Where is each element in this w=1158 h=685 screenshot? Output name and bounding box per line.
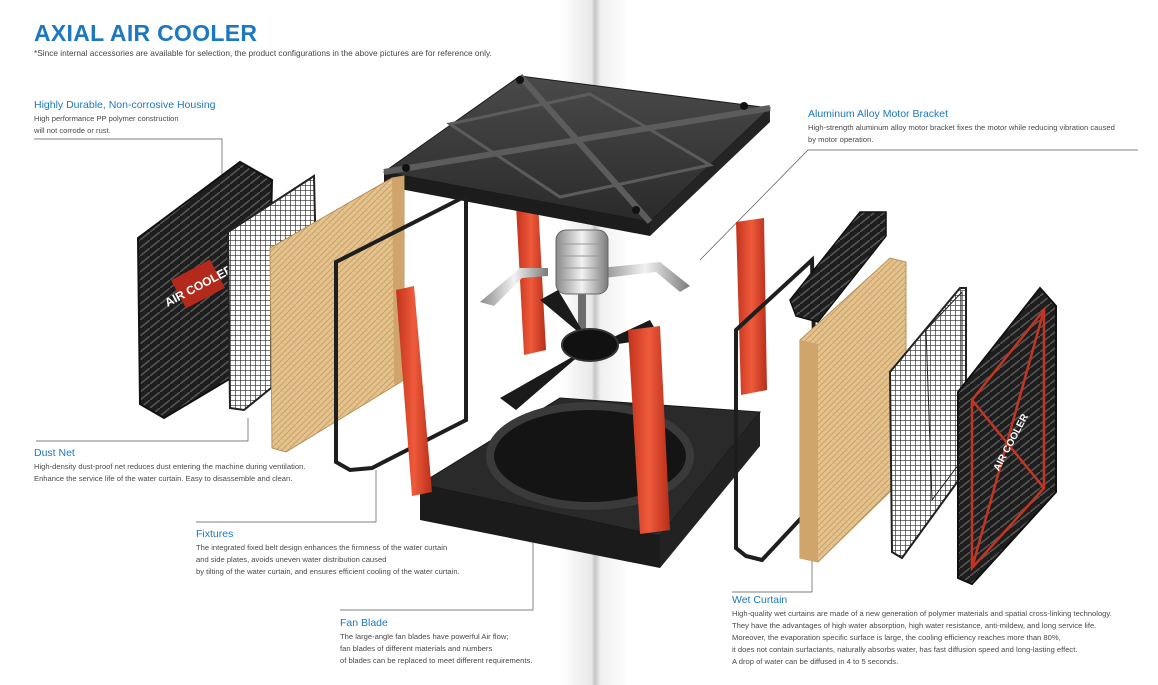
callout-title: Highly Durable, Non-corrosive Housing	[34, 99, 216, 111]
fan-blade-part	[500, 290, 660, 410]
callout-line: A drop of water can be diffused in 4 to …	[732, 657, 899, 666]
callout-motor-bracket: Aluminum Alloy Motor Bracket High-streng…	[808, 108, 1115, 146]
callout-housing: Highly Durable, Non-corrosive Housing Hi…	[34, 99, 216, 137]
disclaimer-text: *Since internal accessories are availabl…	[34, 48, 492, 58]
callout-line: will not corrode or rust.	[34, 126, 111, 135]
callout-line: and side plates, avoids uneven water dis…	[196, 555, 387, 564]
callout-line: The integrated fixed belt design enhance…	[196, 543, 448, 552]
callout-line: by motor operation.	[808, 135, 874, 144]
callout-line: High performance PP polymer construction	[34, 114, 179, 123]
callout-title: Fixtures	[196, 528, 234, 540]
leader-fixtures	[196, 470, 377, 523]
callout-title: Aluminum Alloy Motor Bracket	[808, 108, 949, 120]
callout-dust-net: Dust Net High-density dust-proof net red…	[34, 447, 305, 485]
callout-title: Dust Net	[34, 447, 75, 459]
callout-line: High-density dust-proof net reduces dust…	[34, 462, 306, 471]
leader-bracket	[699, 149, 1138, 261]
callout-wet-curtain: Wet Curtain High-quality wet curtains ar…	[732, 594, 1112, 668]
callout-title: Fan Blade	[340, 617, 388, 629]
right-side-frame-part	[734, 255, 821, 563]
callout-fan-blade: Fan Blade The large-angle fan blades hav…	[340, 617, 532, 667]
right-top-louver-part	[789, 211, 887, 323]
right-wet-curtain-part	[799, 257, 907, 563]
callout-line: They have the advantages of high water a…	[732, 621, 1097, 630]
callout-line: fan blades of different materials and nu…	[340, 644, 493, 653]
right-grille-panel: AIR COOLER	[957, 286, 1057, 586]
callout-line: Enhance the service life of the water cu…	[34, 474, 293, 483]
leader-fanblade	[340, 520, 534, 611]
callout-line: of blades can be replaced to meet differ…	[340, 656, 533, 665]
callout-line: by tilting of the water curtain, and ens…	[196, 567, 460, 576]
leader-lines	[34, 138, 1138, 611]
callout-line: Moreover, the evaporation specific surfa…	[732, 633, 1061, 642]
leader-dustnet	[36, 418, 249, 442]
left-side-frame-part	[334, 192, 468, 473]
leader-housing	[34, 138, 223, 188]
leader-wetcurtain	[732, 560, 813, 593]
top-cover-part	[382, 74, 772, 236]
page-title: AXIAL AIR COOLER	[34, 20, 258, 46]
callout-line: The large-angle fan blades have powerful…	[340, 632, 509, 641]
callout-line: High-quality wet curtains are made of a …	[732, 609, 1112, 618]
callout-title: Wet Curtain	[732, 594, 788, 606]
callout-line: it does not contain surfactants, natural…	[732, 645, 1078, 654]
motor-and-bracket-part	[480, 229, 690, 330]
callout-fixtures: Fixtures The integrated fixed belt desig…	[196, 528, 460, 578]
base-tray-part	[418, 397, 761, 568]
callout-line: High-strength aluminum alloy motor brack…	[808, 123, 1115, 132]
rear-fixture-posts	[516, 202, 767, 395]
front-fixture-posts	[396, 286, 670, 534]
